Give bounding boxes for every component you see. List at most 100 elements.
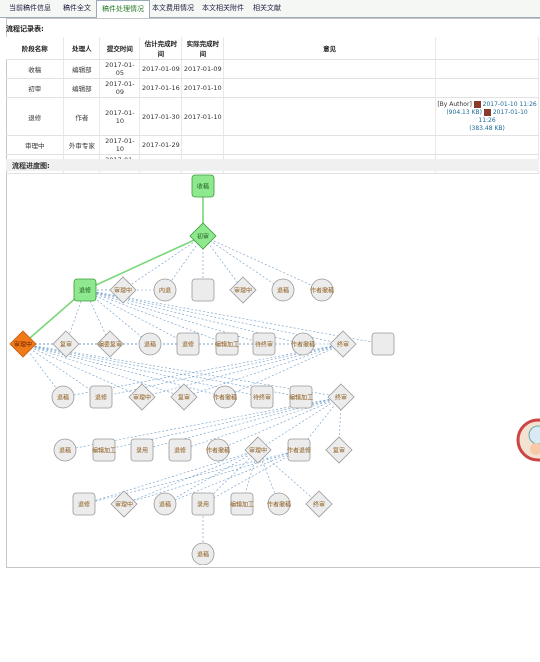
flow-node-shape [53, 438, 77, 462]
flow-node-shape [191, 174, 215, 198]
flow-edge [202, 235, 244, 291]
flow-node-shape [92, 438, 116, 462]
flow-node-shape [89, 385, 113, 409]
cell-estimated: 2017-01-16 [139, 78, 183, 98]
flow-edge [122, 235, 204, 291]
flow-title: 流程进度图: [12, 162, 50, 170]
flow-node: 退稿 [51, 385, 75, 409]
flow-node-shape [176, 332, 200, 356]
flow-edge [84, 235, 204, 291]
flow-node-label: 终审 [313, 501, 325, 509]
flow-edge [123, 449, 259, 505]
flow-node-shape [138, 332, 162, 356]
flow-node: 终审 [305, 490, 333, 518]
flow-node-label: 编辑加工 [230, 501, 254, 509]
col-submitted: 提交时间 [99, 37, 141, 60]
flow-node: 复审 [52, 330, 80, 358]
flow-node-label: 退稿 [277, 287, 289, 295]
cell-actual: 2017-01-10 [181, 97, 225, 136]
flow-node: 收稿 [191, 174, 215, 198]
flow-node-shape [191, 492, 215, 516]
flow-section-header: 流程进度图: [6, 159, 539, 171]
flow-node-label: 收稿 [197, 183, 209, 191]
cell-stage: 退修 [6, 97, 65, 136]
file2-link[interactable]: 2017-01-10 11:26 [478, 108, 528, 124]
flow-node-label: 作者撤稿 [206, 447, 230, 455]
flow-node-label: 退修 [79, 287, 91, 295]
flow-node-label: 待终审 [253, 394, 271, 402]
cell-opinion [223, 59, 437, 79]
file1-link[interactable]: 2017-01-10 11:26 [482, 100, 537, 108]
cell-actual: 2017-01-09 [181, 59, 225, 79]
flow-node-label: 退修 [78, 501, 90, 509]
flow-node: 编辑加工 [230, 492, 254, 516]
flow-node: 退稿 [191, 542, 215, 565]
flow-node-shape [327, 383, 355, 411]
flow-node-label: 编辑加工 [289, 394, 313, 402]
flow-edge [123, 449, 300, 505]
file-icon [483, 108, 491, 116]
flow-node: 审理中 [9, 330, 37, 358]
tab-full-text[interactable]: 稿件全文 [63, 4, 91, 12]
flow-node-label: 作者撤稿 [310, 287, 334, 295]
flow-edge [217, 396, 342, 451]
flow-node-shape [9, 330, 37, 358]
flow-node: 作者撤稿 [206, 438, 230, 462]
flow-node-shape [289, 385, 313, 409]
file2-size: (383.48 KB) [469, 124, 505, 132]
flow-node-shape [371, 332, 395, 356]
flow-node: 作者撤稿 [213, 385, 237, 409]
flow-node-label: 录用 [197, 501, 209, 509]
flow-node-label: 审理中 [115, 501, 133, 509]
flow-node: 审理中 [110, 490, 138, 518]
flow-node: 退稿 [53, 438, 77, 462]
flow-edge [164, 235, 204, 291]
flow-node-shape [244, 436, 272, 464]
flow-node: 退修 [73, 278, 97, 302]
flow-node-shape [189, 222, 217, 250]
tab-attachments[interactable]: 本文相关附件 [202, 4, 244, 12]
flow-edge [179, 396, 342, 451]
flow-node-shape [51, 385, 75, 409]
cell-actual [181, 135, 225, 155]
tab-fees[interactable]: 本文费用情况 [152, 4, 194, 12]
tab-related-docs[interactable]: 相关文献 [253, 4, 281, 12]
flow-node: 退修 [168, 438, 192, 462]
flow-node-shape [128, 383, 156, 411]
flow-node-shape [215, 332, 239, 356]
decoration-character [516, 418, 540, 462]
flow-node: 待终审 [250, 385, 274, 409]
cell-opinion [223, 135, 437, 155]
flow-node: 审理中 [229, 276, 257, 304]
flow-node-label: 作者退修 [287, 447, 311, 455]
col-stage: 阶段名称 [6, 37, 65, 60]
record-title: 流程记录表: [6, 25, 44, 33]
cell-extra [435, 135, 539, 155]
table-row: 收稿 编辑部 2017-01-05 2017-01-09 2017-01-09 [6, 59, 539, 79]
flow-edge [257, 396, 342, 451]
flow-edge [164, 449, 259, 505]
flow-node: 编辑加工 [215, 332, 239, 356]
flow-edge [257, 449, 320, 505]
flow-node: 编委复审 [96, 330, 124, 358]
tab-processing-status[interactable]: 稿件处理情况 [96, 0, 150, 19]
tab-current-info[interactable]: 当前稿件信息 [9, 4, 51, 12]
flow-edge [164, 449, 300, 505]
col-extra [435, 37, 539, 60]
cell-submitted: 2017-01-10 [99, 97, 141, 136]
flow-node-label: 审理中 [234, 287, 252, 295]
flow-node: 复审 [170, 383, 198, 411]
table-row: 初审 编辑部 2017-01-09 2017-01-16 2017-01-10 [6, 78, 539, 98]
flow-node: 退修 [176, 332, 200, 356]
flow-node-label: 编委复审 [98, 341, 122, 349]
flow-node-shape [305, 490, 333, 518]
flow-node-shape [130, 438, 154, 462]
flow-node-label: 退修 [182, 341, 194, 349]
flow-node-shape [52, 330, 80, 358]
col-opinion: 意见 [223, 37, 437, 60]
cell-stage: 审理中 [6, 135, 65, 155]
cell-handler: 编辑部 [63, 78, 101, 98]
flow-node: 作者退修 [287, 438, 311, 462]
flow-node-label: 内退 [159, 287, 171, 295]
flow-node-label: 审理中 [249, 447, 267, 455]
